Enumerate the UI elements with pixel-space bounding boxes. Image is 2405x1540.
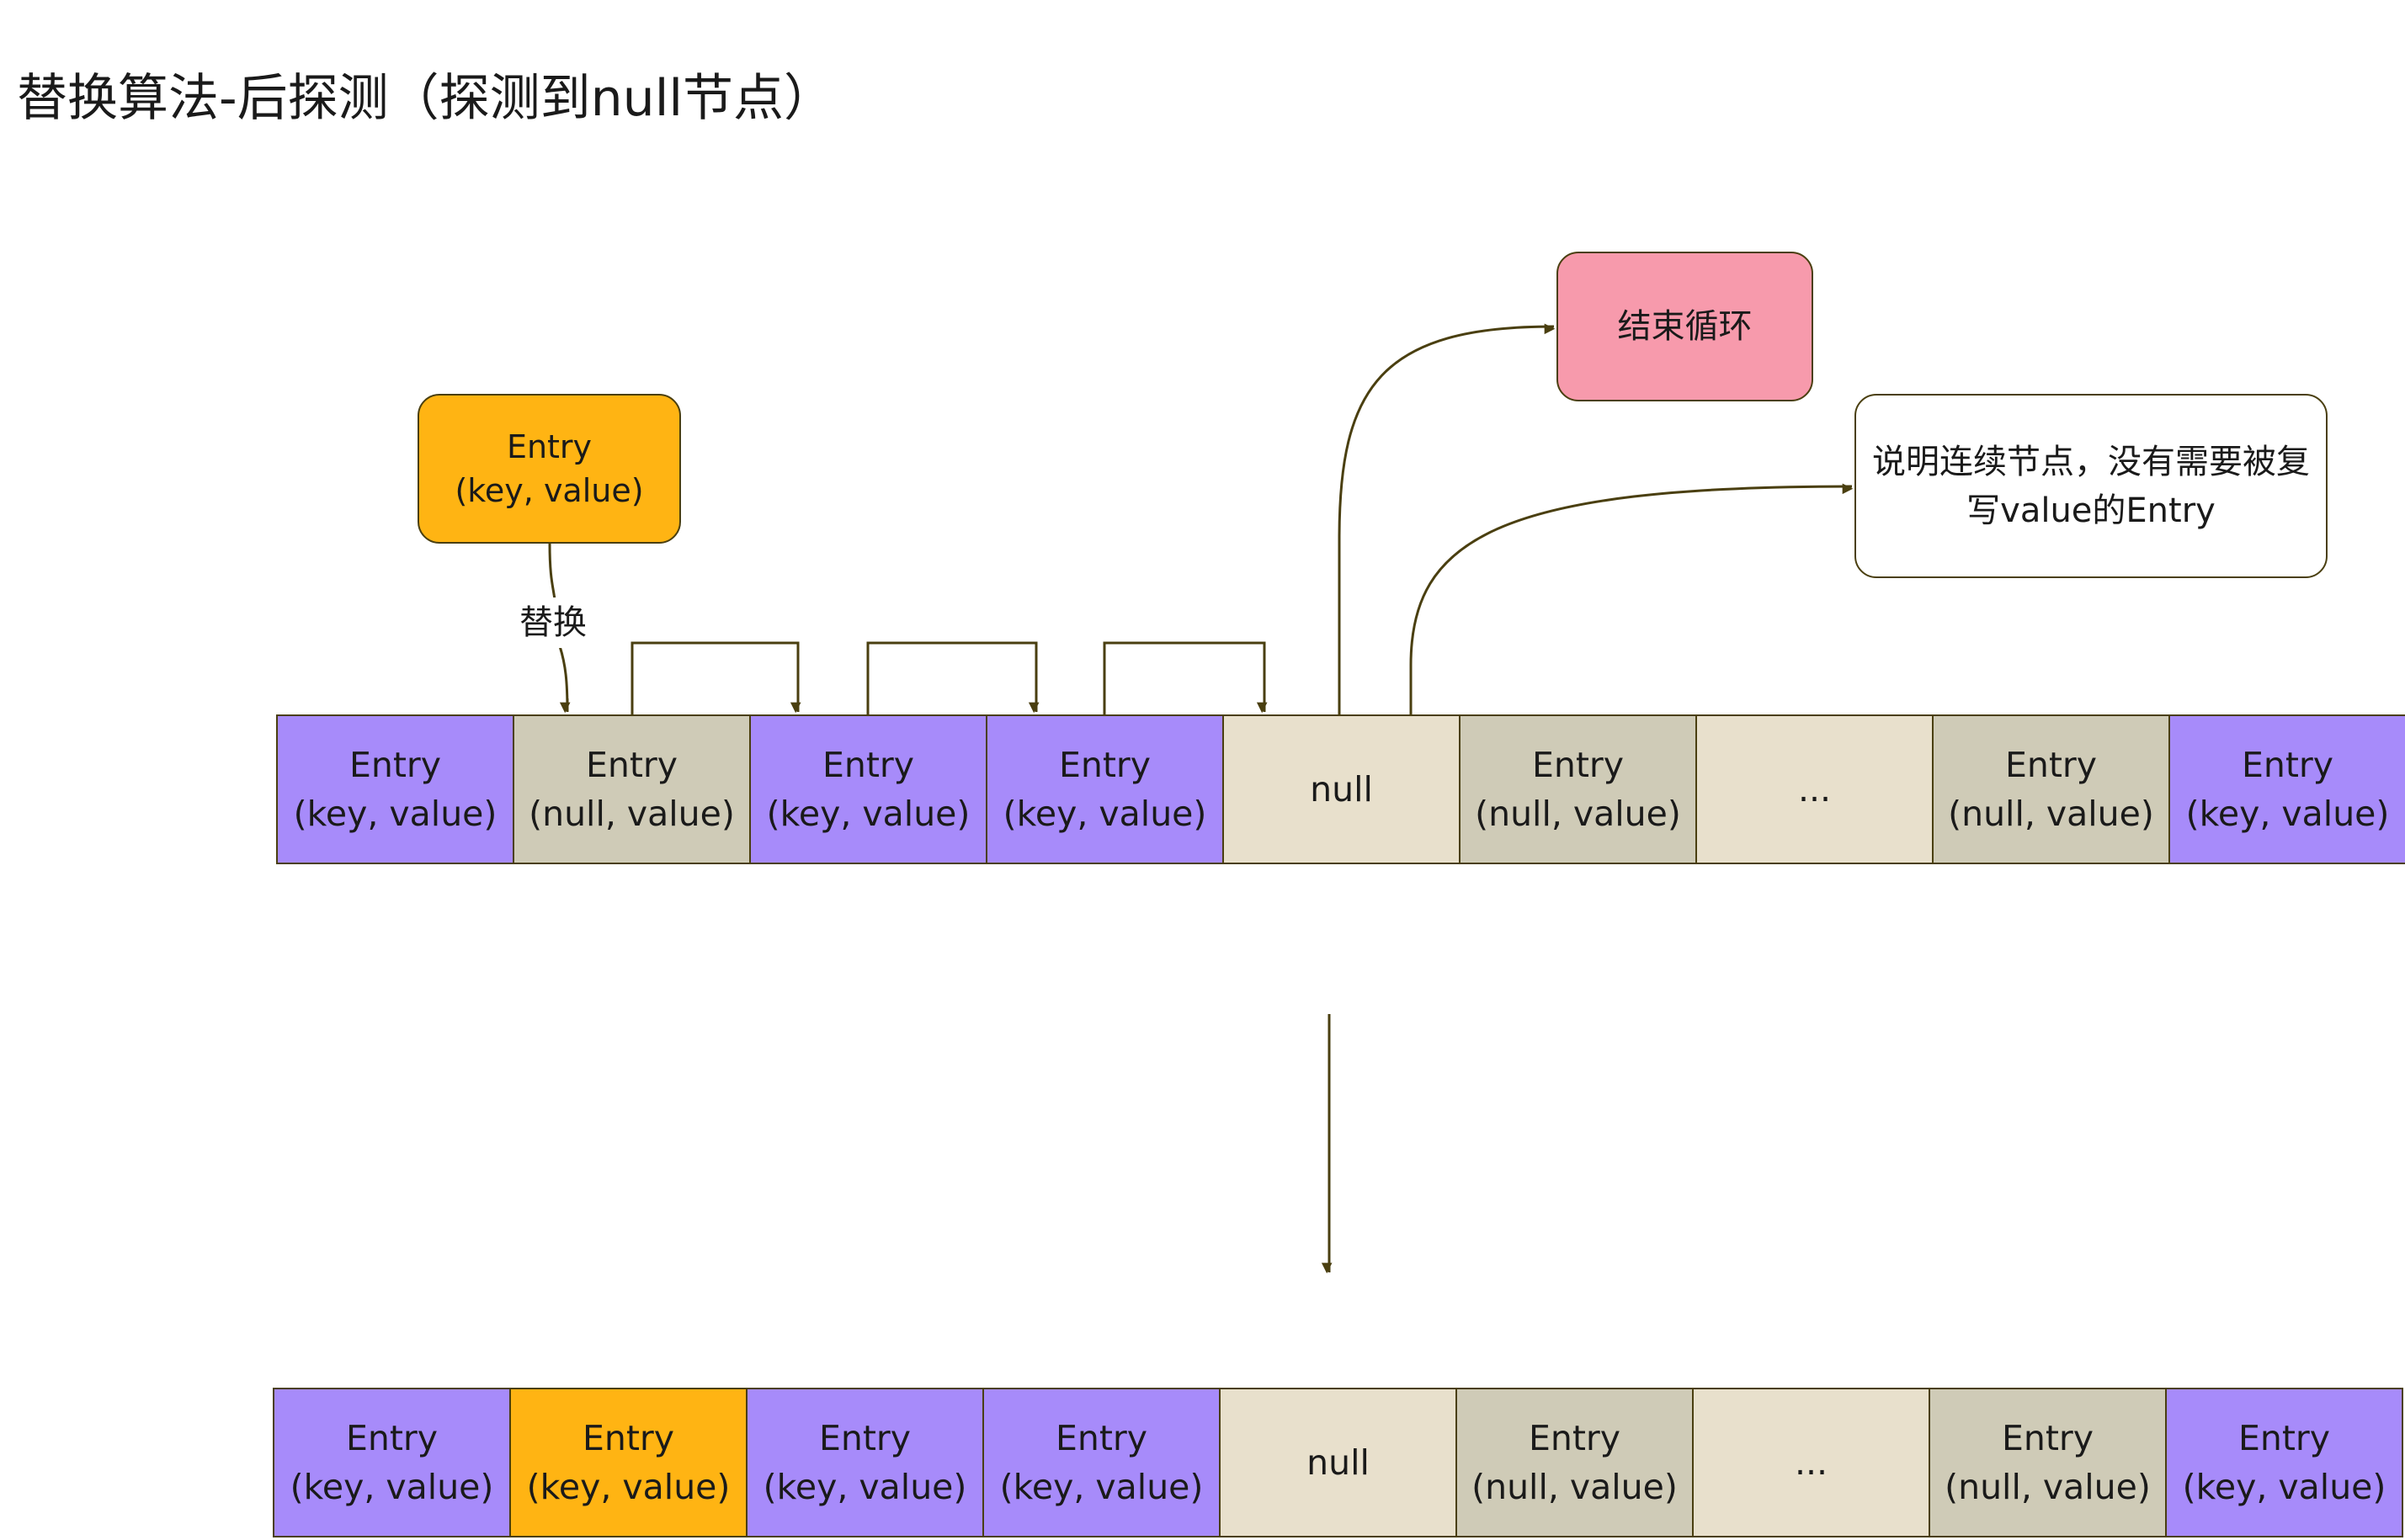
- cell-line2: (key, value): [526, 1467, 731, 1507]
- end-loop-label: 结束循环: [1617, 307, 1753, 346]
- cell-line1: Entry: [1058, 745, 1152, 785]
- probe-hop-1: [631, 641, 801, 714]
- cell-line2: (null, value): [1471, 1467, 1678, 1507]
- entry-box-line1: Entry: [506, 428, 593, 465]
- cell-line2: (null, value): [1945, 1467, 2151, 1507]
- cell-line1: ...: [1797, 769, 1832, 810]
- cell-line1: Entry: [1055, 1418, 1148, 1458]
- cell-line2: (key, value): [766, 794, 971, 834]
- bottom-row-cell: Entry (key, value): [746, 1388, 984, 1537]
- probe-hop-3: [1103, 641, 1268, 714]
- cell-line1: Entry: [585, 745, 678, 785]
- cell-line2: (null, value): [1475, 794, 1681, 834]
- top-row-cell: Entry (null, value): [1459, 714, 1697, 864]
- note-connector: [1409, 483, 1854, 714]
- cell-line2: (key, value): [999, 1467, 1204, 1507]
- cell-line1: null: [1306, 1442, 1370, 1483]
- top-row-cell: null: [1222, 714, 1461, 864]
- bottom-row-cell: Entry (key, value): [509, 1388, 748, 1537]
- end-loop-connector: [1338, 323, 1556, 714]
- top-row-cell: Entry (null, value): [513, 714, 751, 864]
- replace-label: 替换: [515, 597, 591, 648]
- cell-line1: Entry: [2241, 745, 2334, 785]
- bottom-row-cell: Entry (key, value): [2165, 1388, 2403, 1537]
- top-row-cell: Entry (key, value): [749, 714, 987, 864]
- cell-line2: (key, value): [290, 1467, 494, 1507]
- cell-line1: Entry: [582, 1418, 675, 1458]
- page-title: 替换算法-后探测（探测到null节点）: [17, 69, 835, 128]
- note-line2: 写value的Entry: [1966, 491, 2216, 530]
- bottom-row-cell: Entry (null, value): [1929, 1388, 2167, 1537]
- bottom-row-cell: ...: [1692, 1388, 1930, 1537]
- cell-line1: null: [1310, 769, 1373, 810]
- end-loop-box: 结束循环: [1556, 252, 1813, 401]
- entry-box-line2: (key, value): [455, 472, 644, 509]
- cell-line1: Entry: [818, 1418, 912, 1458]
- cell-line1: Entry: [349, 745, 442, 785]
- top-row-cell: Entry (key, value): [276, 714, 514, 864]
- bottom-row-cell: null: [1219, 1388, 1457, 1537]
- top-row-cell: Entry (null, value): [1932, 714, 2170, 864]
- cell-line1: Entry: [2004, 745, 2098, 785]
- bottom-row-cell: Entry (key, value): [982, 1388, 1221, 1537]
- cell-line2: (key, value): [1003, 794, 1207, 834]
- cell-line2: (key, value): [293, 794, 497, 834]
- cell-line1: Entry: [2001, 1418, 2094, 1458]
- cell-line1: Entry: [1528, 1418, 1621, 1458]
- top-row-cell: ...: [1695, 714, 1934, 864]
- note-line1: 说明连续节点，没有需要被复: [1872, 442, 2310, 481]
- note-box: 说明连续节点，没有需要被复 写value的Entry: [1854, 394, 2328, 578]
- cell-line2: (key, value): [2182, 1467, 2386, 1507]
- cell-line2: (null, value): [529, 794, 735, 834]
- cell-line2: (key, value): [2185, 794, 2390, 834]
- bottom-row-cell: Entry (key, value): [273, 1388, 511, 1537]
- cell-line1: ...: [1794, 1442, 1828, 1483]
- replacement-entry-box: Entry (key, value): [418, 394, 681, 544]
- top-row-cell: Entry (key, value): [986, 714, 1224, 864]
- probe-hop-2: [866, 641, 1040, 714]
- top-row-cell: Entry (key, value): [2168, 714, 2405, 864]
- cell-line2: (null, value): [1948, 794, 2154, 834]
- cell-line1: Entry: [2237, 1418, 2331, 1458]
- cell-line2: (key, value): [763, 1467, 967, 1507]
- cell-line1: Entry: [345, 1418, 439, 1458]
- bottom-row-cell: Entry (null, value): [1455, 1388, 1694, 1537]
- cell-line1: Entry: [1531, 745, 1625, 785]
- cell-line1: Entry: [822, 745, 915, 785]
